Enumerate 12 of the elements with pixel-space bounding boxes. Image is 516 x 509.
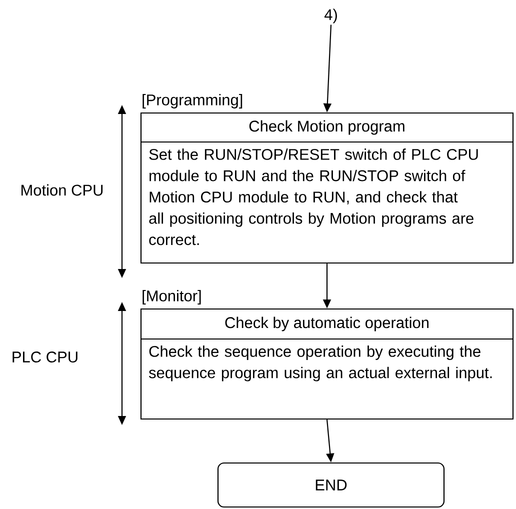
box-title: Check Motion program <box>249 120 404 135</box>
step-heading: [Monitor] <box>142 290 201 304</box>
box-title: Check by automatic operation <box>225 316 428 332</box>
box-description: Set the RUN/STOP/RESET switch of PLC CPU module to RUN and the RUN/STOP switch of Motion CPU module to RUN, and check that all positioning controls by Motion programs are correct. <box>149 148 478 246</box>
box-description: Check the sequence operation by executing the sequence program using an actual external input. <box>149 346 492 382</box>
step-heading: [Programming] <box>142 94 242 108</box>
terminal-box: END <box>217 462 445 508</box>
process-box <box>140 94 514 264</box>
process-box <box>140 290 514 420</box>
step-number: 4) <box>324 8 337 24</box>
cpu-label: Motion CPU <box>22 184 103 196</box>
cpu-label: PLC CPU <box>12 352 78 362</box>
